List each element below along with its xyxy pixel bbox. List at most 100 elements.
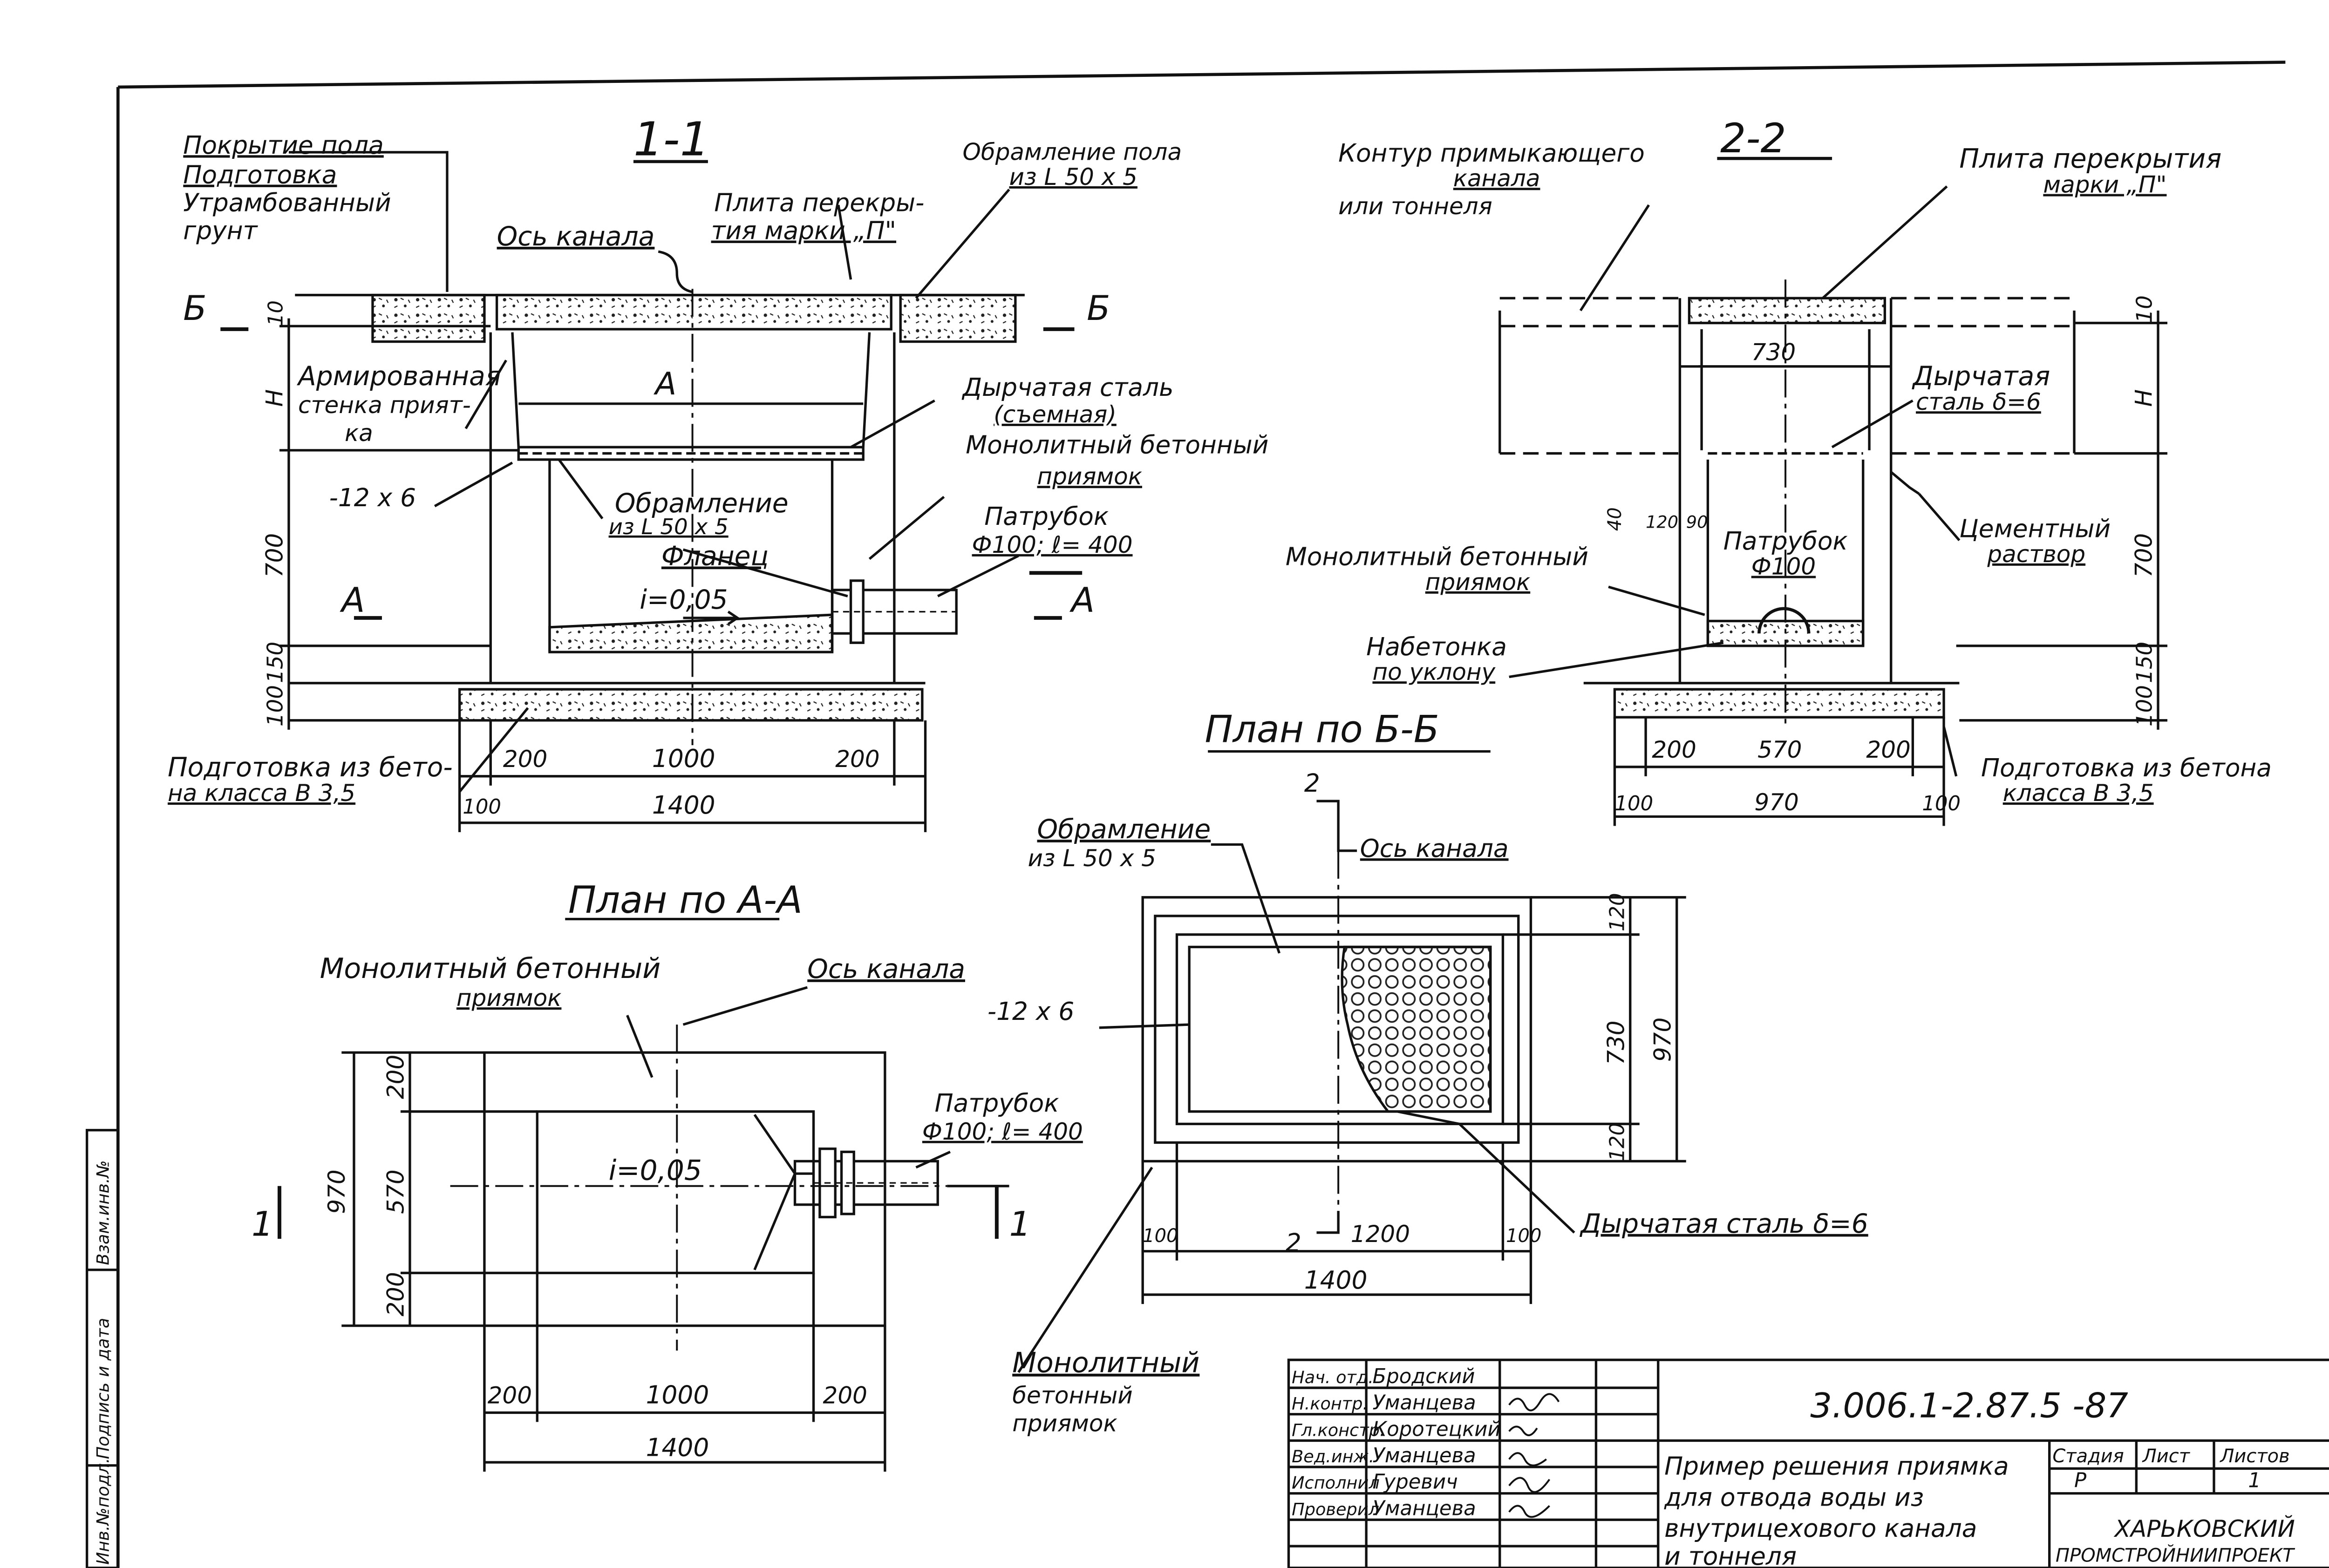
monolithic-2-label-2: приямок (1425, 569, 1530, 596)
section-1-1-title: 1-1 (633, 112, 709, 167)
plan-a-dim-200-top-label: 200 (382, 1055, 409, 1099)
dim-200-2-left-label: 200 (1652, 736, 1696, 763)
signature-marks (1508, 1393, 1560, 1518)
dim-100-2-bottom-left-label: 100 (1614, 792, 1653, 815)
section-1-1-drawing (220, 151, 1083, 832)
dim-a-label: A (654, 366, 677, 402)
perforated-2-label-1: Дырчатая (1911, 361, 2050, 392)
sheets-header: Листов (2219, 1446, 2289, 1467)
stamp-inv-no: Инв.№подл. (93, 1458, 113, 1565)
dim-570-2-label: 570 (1757, 736, 1802, 763)
dim-700-2-label: 700 (2131, 533, 2158, 577)
role-1: Н.контр. (1292, 1394, 1368, 1414)
role-0: Нач. отд. (1292, 1367, 1374, 1387)
dim-h-2-label: H (2131, 389, 2158, 407)
dim-1400-label: 1400 (652, 791, 715, 820)
cut-a-left-label: А (340, 581, 365, 620)
stamp-replace-inv: Взам.инв.№ (93, 1160, 113, 1265)
name-1: Уманцева (1372, 1392, 1476, 1415)
dim-100-2-bottom-right-label: 100 (1922, 792, 1961, 815)
name-2: Коротецкий (1372, 1418, 1500, 1441)
plan-a-dim-570-label: 570 (382, 1169, 409, 1214)
dim-100-label: 100 (263, 685, 288, 726)
name-3: Уманцева (1372, 1444, 1476, 1467)
plan-b-dim-120-top-label: 120 (1606, 893, 1629, 931)
sheet-frame (116, 61, 2286, 1568)
pipe-label-2: Ф100; ℓ= 400 (972, 531, 1133, 558)
plan-a-axis-label: Ось канала (807, 954, 965, 984)
floor-cover-label: Покрытие пола (183, 131, 384, 160)
sheet-title-4: и тоннеля (1664, 1542, 1797, 1568)
reinforced-wall-label-3: ка (345, 420, 373, 447)
plan-b-dim-100-left-label: 100 (1143, 1225, 1178, 1247)
flange-label: Фланец (661, 541, 769, 572)
name-4: Гуревич (1372, 1471, 1457, 1494)
dim-1000-label: 1000 (652, 744, 715, 773)
dim-200-left-label: 200 (503, 746, 547, 773)
dim-100-bottom-label: 100 (463, 795, 501, 819)
cut-1-right-label: 1 (1009, 1204, 1031, 1244)
name-0: Бродский (1372, 1365, 1475, 1388)
slab-2-label-2: марки „П" (2043, 171, 2166, 198)
plan-b-frame-label-1: Обрамление (1037, 814, 1211, 845)
role-3: Вед.инж. (1292, 1446, 1374, 1466)
reinforced-wall-label-1: Армированная (296, 361, 501, 392)
strip-label: -12 х 6 (329, 483, 416, 512)
plan-b-monolithic-label-1: Монолитный (1012, 1347, 1199, 1379)
plan-a-monolithic-label-1: Монолитный бетонный (320, 952, 661, 985)
cement-label-2: раствор (1987, 541, 2085, 568)
dim-200-2-right-label: 200 (1866, 736, 1910, 763)
dim-700-label: 700 (261, 533, 288, 577)
contour-label-2: канала (1453, 165, 1540, 192)
perforated-label-2: (съемная) (994, 401, 1117, 428)
frame-label-1: Обрамление (615, 488, 789, 519)
name-5: Уманцева (1372, 1497, 1476, 1520)
prep-concrete-label-1: Подготовка из бето- (168, 752, 453, 783)
section-2-2-title: 2-2 (1720, 115, 1786, 162)
plan-b-axis-label: Ось канала (1360, 834, 1509, 863)
sheet-title-1: Пример решения приямка (1664, 1452, 2009, 1481)
frame-floor-label-1: Обрамление пола (963, 139, 1182, 166)
plan-a-dim-200-left-label: 200 (488, 1382, 532, 1409)
slab-label-2: тия марки „П" (711, 217, 896, 245)
cut-a-right-label: А (1069, 581, 1095, 620)
plan-b-perforated-label: Дырчатая сталь δ=6 (1579, 1208, 1868, 1239)
section-2-2-drawing (1498, 156, 2168, 826)
plan-b-monolithic-label-2: бетонный (1012, 1382, 1133, 1409)
reinforced-wall-label-2: стенка прият- (298, 392, 471, 419)
cut-b-right-label: Б (1087, 289, 1110, 328)
plan-b-dim-100-right-label: 100 (1506, 1225, 1541, 1247)
prep-2-label-2: класса В 3,5 (2003, 780, 2154, 807)
stage-header: Стадия (2052, 1446, 2124, 1467)
plan-a-dim-1400-label: 1400 (646, 1433, 709, 1462)
dim-40-label: 40 (1604, 507, 1626, 531)
compacted-soil-label-1: Утрамбованный (183, 189, 391, 217)
pipe-2-label-2: Ф100 (1751, 553, 1816, 580)
plan-a-pipe-label-2: Ф100; ℓ= 400 (922, 1118, 1083, 1145)
plan-a-pipe-label-1: Патрубок (935, 1089, 1059, 1118)
title-block-grid (1287, 1358, 2329, 1568)
monolithic-2-label-1: Монолитный бетонный (1286, 543, 1588, 571)
dim-150-2-label: 150 (2132, 642, 2158, 683)
role-2: Гл.констр. (1292, 1420, 1385, 1440)
plan-a-dim-1000-label: 1000 (646, 1380, 709, 1409)
dim-10-label: 10 (265, 300, 288, 326)
cut-1-left-label: 1 (252, 1204, 273, 1244)
cut-2-bottom-label: 2 (1286, 1229, 1301, 1257)
plan-b-dim-120-bottom-label: 120 (1606, 1123, 1629, 1161)
plan-b-dim-1400-label: 1400 (1304, 1266, 1368, 1295)
slope-label: i=0,05 (640, 584, 728, 615)
dim-200-right-label: 200 (835, 746, 879, 773)
plan-b-dim-730-label: 730 (1602, 1020, 1629, 1065)
plan-b-dim-1200-label: 1200 (1351, 1221, 1410, 1248)
perforated-2-label-2: сталь δ=6 (1916, 388, 2041, 415)
slab-label-1: Плита перекры- (714, 189, 924, 217)
perforated-label-1: Дырчатая сталь (962, 373, 1174, 402)
stage-value: Р (2074, 1469, 2087, 1492)
plan-a-slope-label: i=0,05 (609, 1154, 702, 1187)
dim-100-2-label: 100 (2132, 685, 2158, 726)
cut-b-left-label: Б (183, 289, 206, 328)
prep-2-label-1: Подготовка из бетона (1981, 753, 2272, 782)
dim-970-2-label: 970 (1754, 789, 1798, 816)
